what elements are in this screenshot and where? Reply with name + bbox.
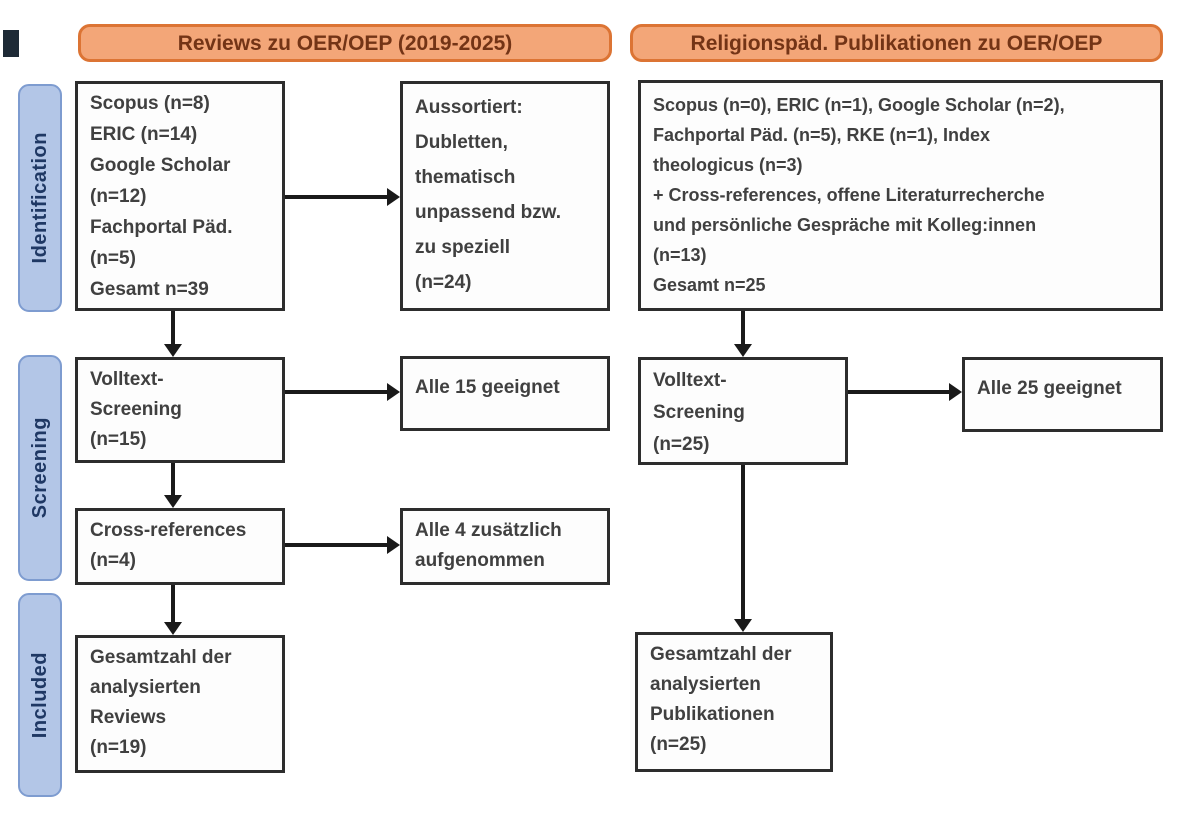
arrow-head-right-icon [949,383,962,401]
stage-included: Included [18,593,62,797]
box-left-excluded: Aussortiert: Dubletten, thematisch unpas… [400,81,610,311]
header-reviews: Reviews zu OER/OEP (2019-2025) [78,24,612,62]
stage-screening-label: Screening [28,417,51,519]
header-religionspaed: Religionspäd. Publikationen zu OER/OEP [630,24,1163,62]
box-left-sources: Scopus (n=8) ERIC (n=14) Google Scholar … [75,81,285,311]
stage-screening: Screening [18,355,62,581]
box-left-fulltext-screening: Volltext- Screening (n=15) [75,357,285,463]
box-left-fulltext-result: Alle 15 geeignet [400,356,610,431]
box-right-fulltext-result: Alle 25 geeignet [962,357,1163,432]
arrow-head-down-icon [164,344,182,357]
scan-artifact [3,30,19,57]
arrow-head-down-icon [164,622,182,635]
arrow-head-down-icon [734,344,752,357]
stage-identification: Identification [18,84,62,312]
arrow-head-down-icon [164,495,182,508]
arrow-head-right-icon [387,383,400,401]
arrow-head-right-icon [387,536,400,554]
box-left-total-included: Gesamtzahl der analysierten Reviews (n=1… [75,635,285,773]
box-right-total-included: Gesamtzahl der analysierten Publikatione… [635,632,833,772]
box-left-crossref: Cross-references (n=4) [75,508,285,585]
box-right-sources: Scopus (n=0), ERIC (n=1), Google Scholar… [638,80,1163,311]
arrow-head-down-icon [734,619,752,632]
box-left-crossref-result: Alle 4 zusätzlich aufgenommen [400,508,610,585]
stage-included-label: Included [28,651,51,739]
box-right-fulltext-screening: Volltext- Screening (n=25) [638,357,848,465]
stage-identification-label: Identification [28,132,51,264]
arrow-head-right-icon [387,188,400,206]
